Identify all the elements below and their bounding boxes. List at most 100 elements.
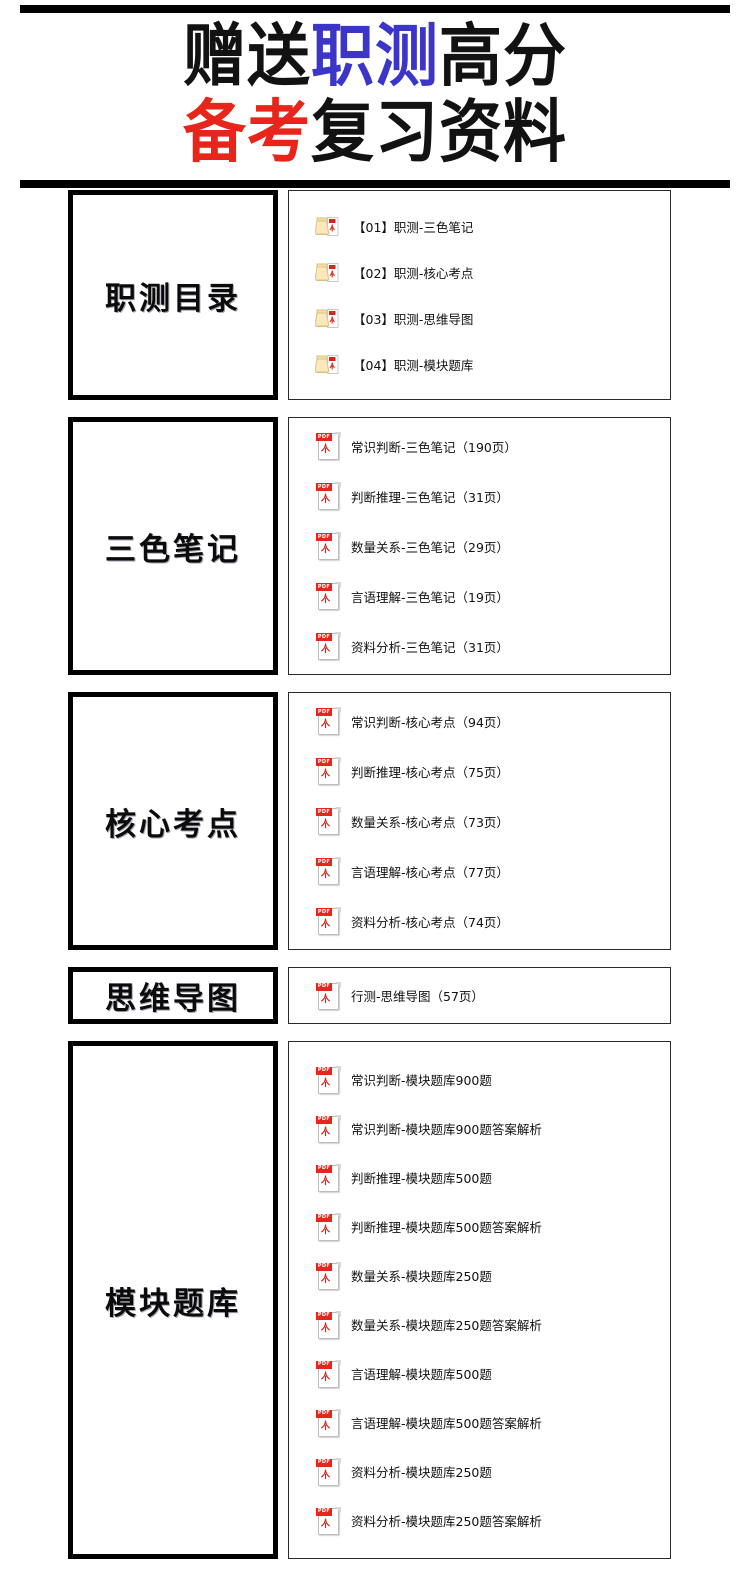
pdf-file-icon: PDF <box>315 1261 341 1291</box>
list-item-label: 【01】职测-三色笔记 <box>353 219 474 235</box>
list-item-label: 言语理解-核心考点（77页） <box>351 864 509 880</box>
pdf-file-icon: PDF <box>315 631 341 661</box>
list-item[interactable]: PDF 数量关系-三色笔记（29页） <box>289 521 670 571</box>
list-item-label: 行测-思维导图（57页） <box>351 989 484 1004</box>
list-item-label: 判断推理-模块题库500题答案解析 <box>351 1220 542 1235</box>
list-item[interactable]: PDF 判断推理-模块题库500题答案解析 <box>289 1202 670 1251</box>
pdf-file-icon: PDF <box>315 806 341 836</box>
list-item-label: 常识判断-核心考点（94页） <box>351 714 509 730</box>
list-item-label: 数量关系-三色笔记（29页） <box>351 539 509 555</box>
title-seg-1: 赠送 <box>183 17 311 96</box>
list-item-label: 资料分析-模块题库250题答案解析 <box>351 1514 542 1529</box>
block-list-notes: PDF 常识判断-三色笔记（190页） PDF 判断推理-三色笔记（31页） <box>288 417 671 675</box>
list-item[interactable]: PDF 资料分析-三色笔记（31页） <box>289 621 670 671</box>
block-label-mind-map: 思维导图 <box>105 981 241 1017</box>
block-label-question-bank: 模块题库 <box>105 1285 241 1322</box>
list-item-label: 资料分析-模块题库250题 <box>351 1465 492 1480</box>
title-seg-2: 职测 <box>311 17 439 96</box>
header-rule-bottom <box>20 180 730 188</box>
page-title: 赠送职测高分 备考复习资料 <box>0 14 750 176</box>
block-notes: 三色笔记 PDF 常识判断-三色笔记（190页） PDF <box>0 417 750 675</box>
pdf-file-icon: PDF <box>315 431 341 461</box>
list-item[interactable]: PDF 言语理解-模块题库500题 <box>289 1349 670 1398</box>
block-label-box-question-bank: 模块题库 <box>68 1041 278 1559</box>
list-item[interactable]: PDF 常识判断-三色笔记（190页） <box>289 421 670 471</box>
banner-header: 赠送职测高分 备考复习资料 <box>0 0 750 190</box>
list-item[interactable]: PDF 数量关系-模块题库250题 <box>289 1251 670 1300</box>
list-item[interactable]: 【04】职测-模块题库 <box>289 341 670 387</box>
list-item-label: 言语理解-模块题库500题答案解析 <box>351 1416 542 1431</box>
list-item-label: 言语理解-模块题库500题 <box>351 1367 492 1382</box>
pdf-file-icon: PDF <box>315 856 341 886</box>
list-item[interactable]: PDF 言语理解-三色笔记（19页） <box>289 571 670 621</box>
title-line-1: 赠送职测高分 <box>183 16 567 98</box>
list-item[interactable]: 【01】职测-三色笔记 <box>289 203 670 249</box>
block-label-notes: 三色笔记 <box>105 531 241 568</box>
open-folder-icon <box>314 349 343 379</box>
block-label-directory: 职测目录 <box>105 280 241 317</box>
block-list-core-points: PDF 常识判断-核心考点（94页） PDF 判断推理-核心考点（75页） <box>288 692 671 950</box>
open-folder-icon <box>314 303 343 333</box>
title-seg-5: 复习资料 <box>311 93 567 172</box>
pdf-file-icon: PDF <box>315 1310 341 1340</box>
list-item-label: 判断推理-模块题库500题 <box>351 1171 492 1186</box>
list-item-label: 判断推理-核心考点（75页） <box>351 764 509 780</box>
list-item[interactable]: PDF 行测-思维导图（57页） <box>289 969 670 1023</box>
list-item[interactable]: 【03】职测-思维导图 <box>289 295 670 341</box>
block-label-core-points: 核心考点 <box>105 806 241 843</box>
pdf-file-icon: PDF <box>315 581 341 611</box>
list-item[interactable]: PDF 判断推理-三色笔记（31页） <box>289 471 670 521</box>
pdf-file-icon: PDF <box>315 1506 341 1536</box>
pdf-file-icon: PDF <box>315 756 341 786</box>
list-item-label: 常识判断-模块题库900题答案解析 <box>351 1122 542 1137</box>
list-item[interactable]: PDF 常识判断-模块题库900题 <box>289 1055 670 1104</box>
list-item[interactable]: PDF 常识判断-模块题库900题答案解析 <box>289 1104 670 1153</box>
title-line-2: 备考复习资料 <box>183 92 567 174</box>
list-item-label: 数量关系-核心考点（73页） <box>351 814 509 830</box>
open-folder-icon <box>314 211 343 241</box>
list-item[interactable]: PDF 常识判断-核心考点（94页） <box>289 696 670 746</box>
list-item[interactable]: PDF 资料分析-模块题库250题答案解析 <box>289 1496 670 1545</box>
pdf-file-icon: PDF <box>315 1408 341 1438</box>
list-item-label: 【02】职测-核心考点 <box>353 265 474 281</box>
pdf-file-icon: PDF <box>315 906 341 936</box>
pdf-file-icon: PDF <box>315 481 341 511</box>
pdf-file-icon: PDF <box>315 1359 341 1389</box>
block-label-box-mind-map: 思维导图 <box>68 967 278 1024</box>
header-rule-top <box>20 5 730 13</box>
list-item-label: 资料分析-核心考点（74页） <box>351 914 509 930</box>
list-item[interactable]: PDF 资料分析-模块题库250题 <box>289 1447 670 1496</box>
title-seg-4: 备考 <box>183 93 311 172</box>
pdf-file-icon: PDF <box>315 1212 341 1242</box>
list-item-label: 【03】职测-思维导图 <box>353 311 474 327</box>
block-label-box-directory: 职测目录 <box>68 190 278 400</box>
list-item[interactable]: PDF 判断推理-模块题库500题 <box>289 1153 670 1202</box>
pdf-file-icon: PDF <box>315 1457 341 1487</box>
block-directory: 职测目录 【01】职测-三色笔记 <box>0 190 750 400</box>
list-item-label: 资料分析-三色笔记（31页） <box>351 639 509 655</box>
content-blocks: 职测目录 【01】职测-三色笔记 <box>0 190 750 1576</box>
list-item[interactable]: PDF 言语理解-模块题库500题答案解析 <box>289 1398 670 1447</box>
block-list-question-bank: PDF 常识判断-模块题库900题 PDF 常识判断-模块题库900题答案解析 <box>288 1041 671 1559</box>
title-seg-3: 高分 <box>439 17 567 96</box>
list-item[interactable]: PDF 资料分析-核心考点（74页） <box>289 896 670 946</box>
block-list-directory: 【01】职测-三色笔记 【02】职测-核心考点 <box>288 190 671 400</box>
list-item[interactable]: PDF 数量关系-模块题库250题答案解析 <box>289 1300 670 1349</box>
list-item[interactable]: PDF 数量关系-核心考点（73页） <box>289 796 670 846</box>
list-item-label: 数量关系-模块题库250题答案解析 <box>351 1318 542 1333</box>
list-item-label: 【04】职测-模块题库 <box>353 357 474 373</box>
list-item-label: 判断推理-三色笔记（31页） <box>351 489 509 505</box>
block-label-box-core-points: 核心考点 <box>68 692 278 950</box>
open-folder-icon <box>314 257 343 287</box>
list-item-label: 言语理解-三色笔记（19页） <box>351 589 509 605</box>
block-label-box-notes: 三色笔记 <box>68 417 278 675</box>
block-list-mind-map: PDF 行测-思维导图（57页） <box>288 967 671 1024</box>
block-core-points: 核心考点 PDF 常识判断-核心考点（94页） PDF <box>0 692 750 950</box>
list-item[interactable]: PDF 言语理解-核心考点（77页） <box>289 846 670 896</box>
pdf-file-icon: PDF <box>315 531 341 561</box>
list-item-label: 常识判断-模块题库900题 <box>351 1073 492 1088</box>
list-item[interactable]: 【02】职测-核心考点 <box>289 249 670 295</box>
list-item[interactable]: PDF 判断推理-核心考点（75页） <box>289 746 670 796</box>
pdf-file-icon: PDF <box>315 1114 341 1144</box>
block-question-bank: 模块题库 PDF 常识判断-模块题库900题 PDF <box>0 1041 750 1559</box>
